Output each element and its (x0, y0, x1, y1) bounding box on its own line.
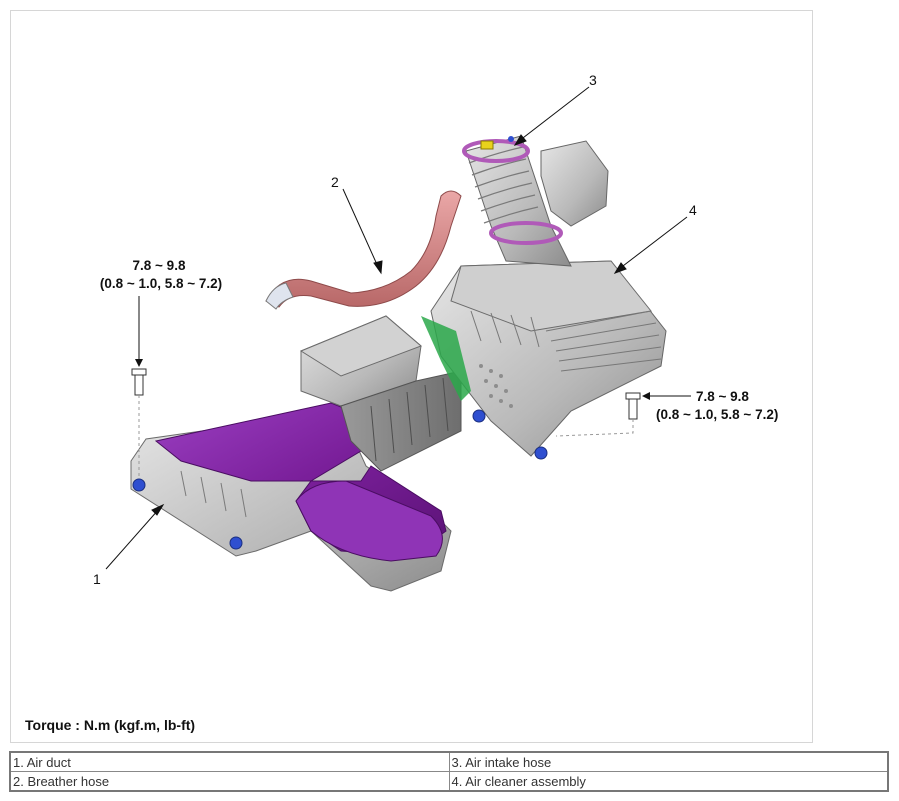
legend-item-1: 1. Air duct (9, 751, 450, 772)
legend-item-4: 4. Air cleaner assembly (448, 771, 889, 792)
breather-hose (265, 190, 462, 310)
callout-3: 3 (589, 72, 597, 88)
air-cleaner-assembly (421, 260, 667, 460)
cleaner-ribs (470, 310, 662, 372)
cleaner-bolt-front (472, 409, 486, 423)
torque-right-value: 7.8 ~ 9.8 (696, 389, 749, 404)
torque-right-alt: (0.8 ~ 1.0, 5.8 ~ 7.2) (656, 407, 778, 422)
torque-left-value: 7.8 ~ 9.8 (133, 258, 186, 273)
cleaner-bolt-right (534, 446, 548, 460)
duct-ribs (180, 470, 247, 518)
bolt-right (555, 392, 691, 437)
torque-left-alt: (0.8 ~ 1.0, 5.8 ~ 7.2) (100, 276, 222, 291)
air-intake-hose (462, 135, 609, 267)
torque-units-note: Torque : N.m (kgf.m, lb-ft) (25, 717, 196, 733)
callout-leaders (105, 86, 688, 570)
air-duct (130, 402, 452, 592)
cleaner-grid (479, 364, 513, 408)
air-cleaner-diagram: 1 2 3 4 7.8 ~ 9.8 (0.8 ~ 1.0, 5.8 ~ 7.2)… (93, 72, 778, 592)
duct-bolt-left (132, 478, 146, 492)
resonator-box (299, 315, 462, 472)
parts-legend: 1. Air duct 3. Air intake hose 2. Breath… (9, 751, 889, 792)
callout-4: 4 (689, 202, 697, 218)
duct-bolt-right (229, 536, 243, 550)
callout-1: 1 (93, 571, 101, 587)
legend-item-2: 2. Breather hose (9, 771, 450, 792)
callout-2: 2 (331, 174, 339, 190)
legend-item-3: 3. Air intake hose (448, 751, 889, 772)
figure-frame: 1 2 3 4 7.8 ~ 9.8 (0.8 ~ 1.0, 5.8 ~ 7.2)… (10, 10, 813, 743)
bolt-left (131, 296, 147, 479)
legend-row: 1. Air duct 3. Air intake hose (9, 751, 889, 772)
legend-row: 2. Breather hose 4. Air cleaner assembly (9, 771, 889, 792)
